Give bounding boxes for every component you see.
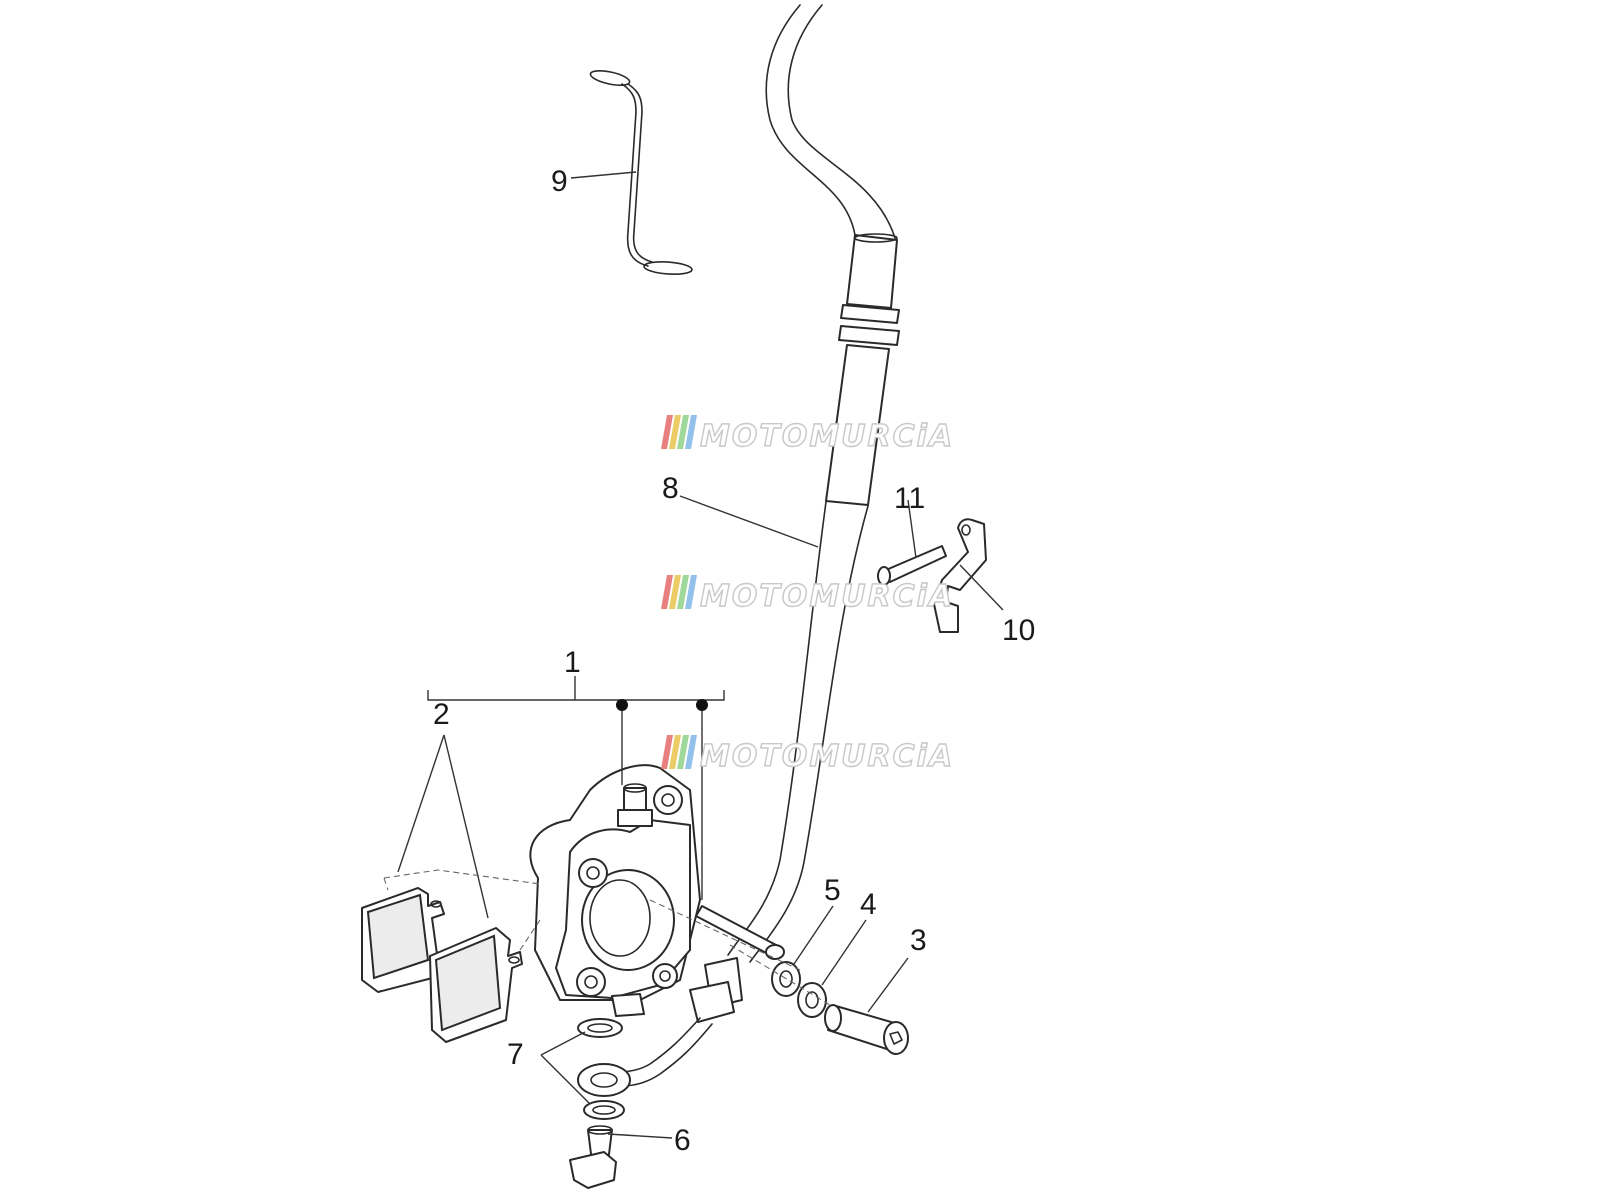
cap-screw-part xyxy=(824,1004,909,1055)
watermark-bar-4 xyxy=(685,575,697,609)
callout-7: 7 xyxy=(507,1038,524,1071)
watermark-bar-3 xyxy=(677,735,689,769)
callout-1: 1 xyxy=(564,646,581,679)
banjo-washers-part xyxy=(577,1018,631,1120)
callout-3: 3 xyxy=(910,924,927,957)
leader-lines xyxy=(397,171,1004,1139)
watermark-text: MOTOMURCiA xyxy=(700,579,954,614)
watermark-text: MOTOMURCiA xyxy=(700,739,954,774)
callout-2: 2 xyxy=(433,698,450,731)
watermark-bar-3 xyxy=(677,575,689,609)
callout-11: 11 xyxy=(894,482,925,515)
watermark-bottom: MOTOMURCiA xyxy=(661,735,954,775)
callout-4: 4 xyxy=(860,888,877,921)
brake-pads-part xyxy=(361,887,523,1043)
callout-10: 10 xyxy=(1002,614,1035,647)
assembly-axis-lines xyxy=(383,869,831,1006)
watermark-bar-4 xyxy=(685,735,697,769)
brake-hose-part xyxy=(617,4,900,1087)
callout-5: 5 xyxy=(824,874,841,907)
watermark-bar-1 xyxy=(661,735,673,769)
watermark-text: MOTOMURCiA xyxy=(700,419,954,454)
callout-8: 8 xyxy=(662,472,679,505)
washer-4-part xyxy=(797,982,827,1018)
watermark-bar-2 xyxy=(669,575,681,609)
hose-bracket-part xyxy=(933,518,987,633)
banjo-bolt-part xyxy=(569,1125,617,1189)
callout-labels: 1 2 3 4 5 6 7 8 9 10 11 xyxy=(433,165,1035,1157)
callout-6: 6 xyxy=(674,1124,691,1157)
watermark-bar-2 xyxy=(669,415,681,449)
wire-clip-part xyxy=(589,70,693,276)
watermark-middle: MOTOMURCiA xyxy=(661,575,954,615)
watermark-bar-1 xyxy=(661,575,673,609)
callout-9: 9 xyxy=(551,165,568,198)
watermark-bar-1 xyxy=(661,415,673,449)
brake-caliper-part xyxy=(529,764,701,1017)
caliper-pin-part xyxy=(695,905,785,960)
watermark-bar-3 xyxy=(677,415,689,449)
bracket-screw-part xyxy=(877,545,947,586)
watermark-bar-4 xyxy=(685,415,697,449)
watermark-top: MOTOMURCiA xyxy=(661,415,954,455)
watermark-bar-2 xyxy=(669,735,681,769)
